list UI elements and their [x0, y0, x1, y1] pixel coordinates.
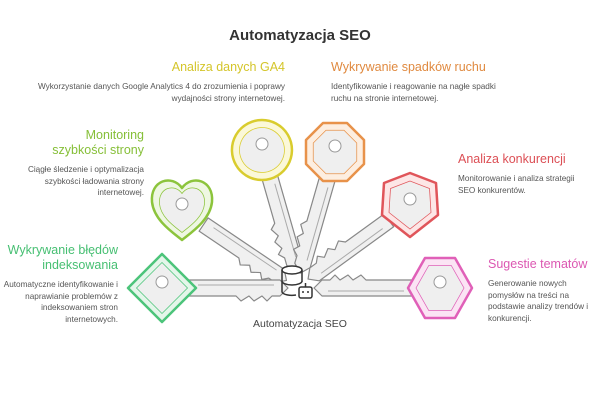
- key-hexagon: [313, 256, 474, 320]
- item-desc-speed: Ciągłe śledzenie i optymalizacja szybkoś…: [27, 165, 144, 197]
- key-head: [304, 121, 366, 183]
- key-head: [126, 252, 198, 324]
- key-shaft: [198, 217, 288, 284]
- robot-head: [298, 286, 313, 299]
- key-hole: [155, 275, 169, 289]
- robot-eye: [302, 291, 304, 293]
- key-groove: [320, 228, 383, 274]
- key-head: [406, 256, 474, 320]
- item-desc-topics: Generowanie nowych pomysłów na treści na…: [488, 279, 589, 323]
- item-desc-traffic: Identyfikowanie i reagowanie na nagłe sp…: [331, 82, 496, 103]
- key-hole: [403, 192, 417, 206]
- item-title-traffic: Wykrywanie spadków ruchu: [331, 60, 486, 74]
- key-shaft: [187, 279, 289, 302]
- database-robot-icon: [281, 265, 313, 299]
- item-title-speed: Monitoring szybkości strony: [52, 128, 144, 157]
- key-circle: [230, 118, 303, 272]
- item-desc-competition: Monitorowanie i analiza strategii SEO ko…: [458, 174, 575, 195]
- item-competition: Analiza konkurencji Monitorowanie i anal…: [458, 152, 593, 196]
- item-traffic: Wykrywanie spadków ruchu Identyfikowanie…: [331, 60, 511, 104]
- key-hole: [433, 275, 447, 289]
- robot-eye: [307, 291, 309, 293]
- key-hole: [255, 137, 269, 151]
- item-topics: Sugestie tematów Generowanie nowych pomy…: [488, 257, 593, 324]
- key-octagon: [292, 121, 366, 274]
- item-title-ga4: Analiza danych GA4: [171, 60, 285, 74]
- page-title: Automatyzacja SEO: [229, 27, 371, 44]
- item-ga4: Analiza danych GA4 Wykorzystanie danych …: [25, 60, 285, 104]
- key-hole: [175, 197, 189, 211]
- database-top: [281, 265, 303, 275]
- key-groove: [274, 183, 297, 257]
- key-diamond: [126, 252, 289, 324]
- item-title-indexing: Wykrywanie błędów indeksowania: [7, 243, 118, 272]
- item-indexing: Wykrywanie błędów indeksowania Automatyc…: [3, 243, 118, 325]
- database-body: [281, 270, 303, 297]
- key-hole: [328, 139, 342, 153]
- key-shaft: [307, 213, 395, 282]
- key-head: [150, 179, 214, 242]
- item-desc-indexing: Automatyczne identyfikowanie i naprawian…: [3, 280, 118, 324]
- center-label: Automatyzacja SEO: [253, 318, 347, 330]
- key-groove: [306, 187, 329, 261]
- key-head: [230, 118, 294, 182]
- item-desc-ga4: Wykorzystanie danych Google Analytics 4 …: [37, 82, 285, 103]
- key-shield: [307, 171, 440, 282]
- item-title-topics: Sugestie tematów: [488, 257, 588, 271]
- key-shaft: [313, 274, 415, 297]
- item-speed: Monitoring szybkości strony Ciągłe śledz…: [9, 128, 144, 199]
- key-groove: [213, 227, 277, 271]
- key-head: [380, 171, 440, 239]
- item-title-competition: Analiza konkurencji: [458, 152, 566, 166]
- key-heart: [150, 179, 288, 284]
